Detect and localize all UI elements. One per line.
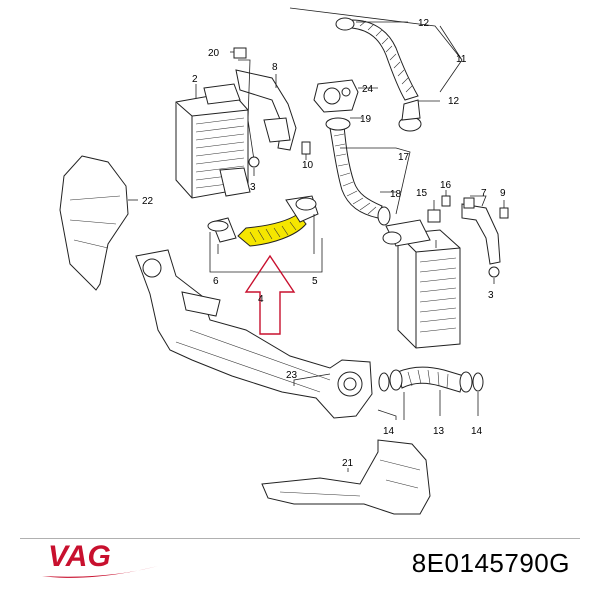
label-9: 9 <box>500 188 506 199</box>
bolt-10 <box>301 141 311 155</box>
label-22: 22 <box>142 196 154 207</box>
charge-air-pipe-23 <box>135 249 373 419</box>
nut-15 <box>427 209 441 223</box>
label-18: 18 <box>390 189 402 200</box>
label-13: 13 <box>433 426 445 437</box>
label-2: 2 <box>192 74 198 85</box>
highlighted-hose-4 <box>207 195 319 247</box>
upper-pressure-hose <box>335 17 422 132</box>
label-19: 19 <box>360 114 372 125</box>
label-24: 24 <box>362 84 374 95</box>
label-20: 20 <box>208 48 220 59</box>
bolt-16 <box>441 195 451 207</box>
label-7: 7 <box>481 188 487 199</box>
bracket-7 <box>461 197 501 265</box>
label-11: 11 <box>456 54 467 65</box>
callout-labels: 2 3 3 4 5 6 7 8 9 10 11 12 12 13 14 14 1… <box>142 18 506 469</box>
nut-3b <box>488 266 500 278</box>
part-24-housing <box>313 79 359 113</box>
label-15: 15 <box>416 188 428 199</box>
part-number: 8E0145790G <box>411 548 570 578</box>
label-10: 10 <box>302 160 314 171</box>
middle-hose <box>325 117 391 226</box>
footer-divider <box>20 538 580 539</box>
vag-logo: VAG <box>42 540 158 578</box>
bolt-9 <box>499 207 509 219</box>
label-17: 17 <box>398 152 410 163</box>
label-12-top: 12 <box>418 18 430 29</box>
right-intercooler <box>382 219 461 349</box>
bolt-20 <box>230 47 247 59</box>
nut-3 <box>248 156 260 168</box>
label-3-right: 3 <box>488 290 494 301</box>
label-21: 21 <box>342 458 354 469</box>
bracket-8 <box>235 69 297 151</box>
lower-hose-13 <box>378 366 484 393</box>
label-3: 3 <box>250 182 256 193</box>
label-23: 23 <box>286 370 298 381</box>
label-5: 5 <box>312 276 318 287</box>
pointer-arrow <box>244 254 296 335</box>
air-guide-21 <box>261 439 431 515</box>
label-16: 16 <box>440 180 452 191</box>
label-14-right: 14 <box>471 426 483 437</box>
label-4: 4 <box>258 294 264 305</box>
left-intercooler <box>175 83 251 199</box>
label-8: 8 <box>272 62 278 73</box>
logo-wordmark: VAG <box>48 540 111 573</box>
label-6: 6 <box>213 276 219 287</box>
label-12-bottom: 12 <box>448 96 460 107</box>
air-guide-22 <box>59 155 129 291</box>
label-14-left: 14 <box>383 426 395 437</box>
